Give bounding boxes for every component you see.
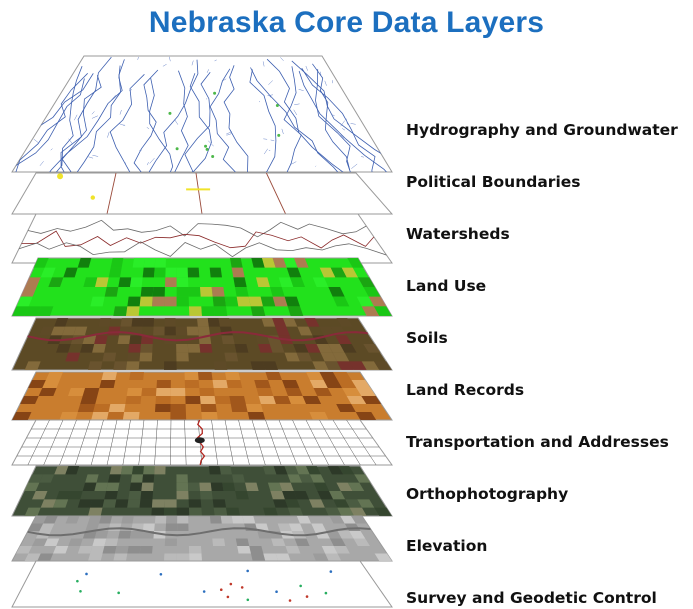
layer-label-soils: Soils	[406, 329, 448, 347]
layer-ortho	[11, 465, 393, 517]
layer-soils	[11, 317, 393, 371]
page-title: Nebraska Core Data Layers	[148, 6, 545, 39]
layer-records	[11, 371, 393, 421]
layer-label-survey: Survey and Geodetic Control	[406, 589, 657, 607]
layer-label-hydrography: Hydrography and Groundwater	[406, 121, 678, 139]
layer-elevation	[11, 515, 393, 562]
layer-label-transportation: Transportation and Addresses	[406, 433, 669, 451]
layer-hydro	[11, 55, 393, 173]
layer-label-land-use: Land Use	[406, 277, 487, 295]
layer-label-land-records: Land Records	[406, 381, 525, 399]
layer-watershed	[11, 213, 393, 264]
layer-landuse	[11, 257, 393, 317]
layer-label-watersheds: Watersheds	[406, 225, 510, 243]
layer-label-political-boundaries: Political Boundaries	[406, 173, 581, 191]
layer-political	[11, 172, 394, 215]
layer-transport	[11, 419, 393, 466]
layer-label-orthophotography: Orthophotography	[406, 485, 569, 503]
layer-label-elevation: Elevation	[406, 537, 488, 555]
layer-survey	[11, 560, 393, 608]
